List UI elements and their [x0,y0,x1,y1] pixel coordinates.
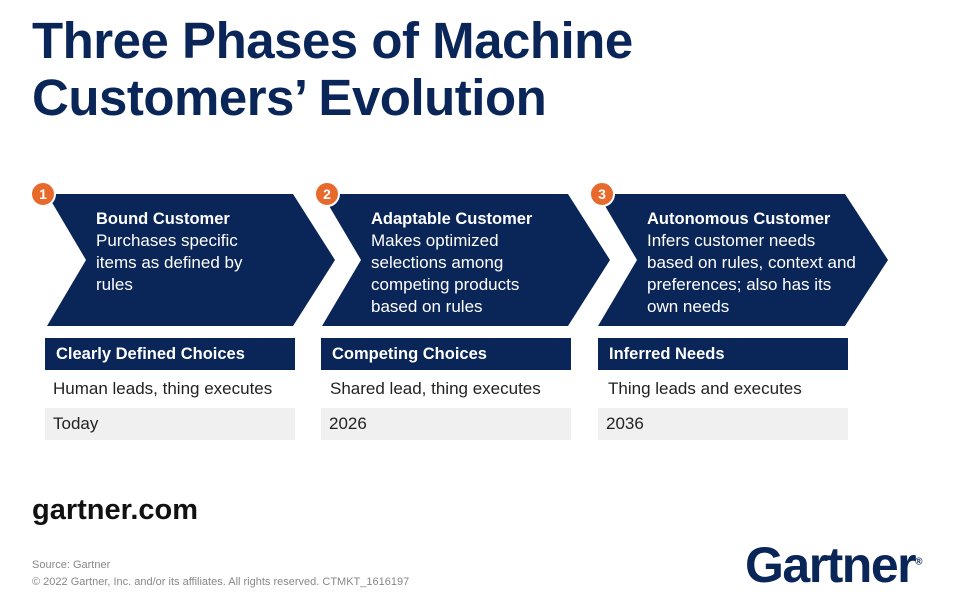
phase-description: Purchases specific items as defined by r… [96,231,243,294]
timeframe: 2026 [321,408,571,440]
source-note: Source: Gartner [32,559,111,571]
phase-number-badge: 2 [314,181,340,207]
choice-label: Inferred Needs [598,338,848,370]
chevron-phase-2 [322,194,610,326]
choice-label: Clearly Defined Choices [45,338,295,370]
phase-number-badge: 3 [589,181,615,207]
choice-label: Competing Choices [321,338,571,370]
phase-description: Infers customer needs based on rules, co… [647,231,856,316]
phase-name: Bound Customer [96,210,230,228]
title-line-2: Customers’ Evolution [32,69,547,126]
timeframe: 2036 [598,408,848,440]
logo-text: Gartner [745,537,917,593]
timeframe: Today [45,408,295,440]
chevron-arrows [47,194,888,326]
lead-text: Human leads, thing executes [53,379,273,398]
phase-description: Makes optimized selections among competi… [371,231,520,316]
phase-name: Autonomous Customer [647,210,831,228]
chevron-phase-1 [47,194,335,326]
copyright-note: © 2022 Gartner, Inc. and/or its affiliat… [32,576,410,588]
gartner-logo: Gartner® [745,537,923,593]
chevron-phase-3 [598,194,888,326]
website-link[interactable]: gartner.com [32,494,198,526]
phase-number-badge: 1 [30,181,56,207]
lead-text: Thing leads and executes [608,379,802,398]
phase-name: Adaptable Customer [371,210,533,228]
title-line-1: Three Phases of Machine [32,12,633,69]
lead-text: Shared lead, thing executes [330,379,541,398]
